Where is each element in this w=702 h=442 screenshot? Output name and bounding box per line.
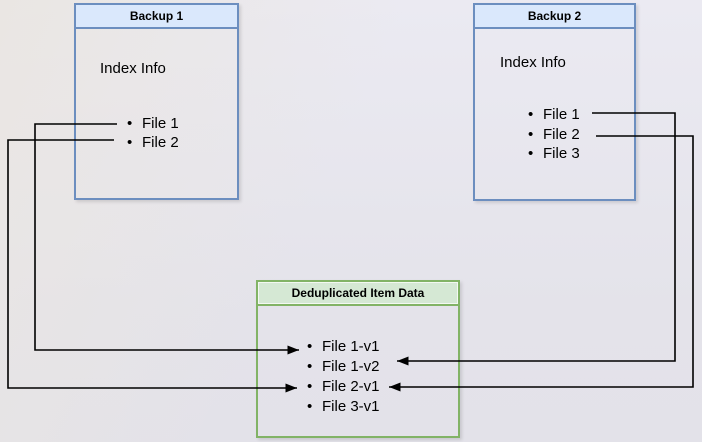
- list-item: File 2: [528, 125, 580, 145]
- backup2-file-list: File 1 File 2 File 3: [528, 105, 580, 164]
- list-item: File 1-v2: [307, 357, 379, 377]
- list-item: File 2: [127, 133, 179, 152]
- dedup-title: Deduplicated Item Data: [258, 282, 458, 306]
- list-item: File 3-v1: [307, 397, 379, 417]
- list-item: File 1: [528, 105, 580, 125]
- backup1-file-list: File 1 File 2: [127, 114, 179, 152]
- list-item: File 1: [127, 114, 179, 133]
- backup2-box: Backup 2 Index Info File 1 File 2 File 3: [473, 3, 636, 201]
- backup1-index-info-label: Index Info: [100, 60, 166, 77]
- backup2-title: Backup 2: [475, 5, 634, 29]
- dedup-file-list: File 1-v1 File 1-v2 File 2-v1 File 3-v1: [307, 337, 379, 417]
- dedup-box: Deduplicated Item Data File 1-v1 File 1-…: [256, 280, 460, 438]
- list-item: File 3: [528, 144, 580, 164]
- list-item: File 2-v1: [307, 377, 379, 397]
- backup1-title: Backup 1: [76, 5, 237, 29]
- list-item: File 1-v1: [307, 337, 379, 357]
- backup2-index-info-label: Index Info: [500, 54, 566, 71]
- backup1-box: Backup 1 Index Info File 1 File 2: [74, 3, 239, 200]
